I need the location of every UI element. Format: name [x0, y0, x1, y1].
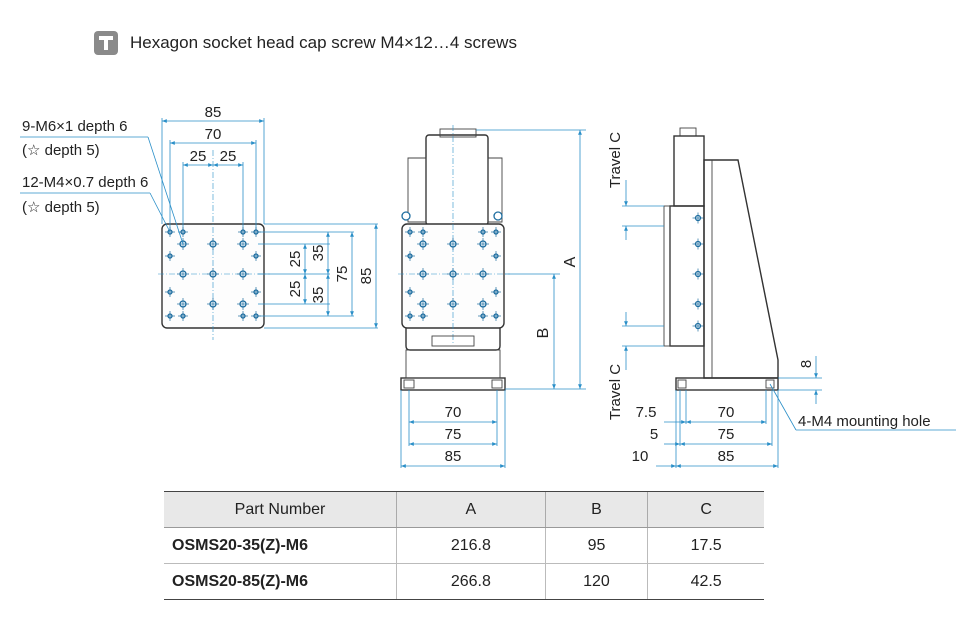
table-row: OSMS20-35(Z)-M6 216.8 95 17.5 [164, 527, 764, 564]
front-view: A B 70 75 85 [398, 125, 586, 468]
front-dim-70: 70 [445, 404, 462, 421]
screw-note-text: Hexagon socket head cap screw M4×12…4 sc… [130, 33, 517, 52]
top-dim-v25b: 25 [287, 281, 304, 298]
cell-c: 17.5 [647, 527, 764, 564]
top-dim-70: 70 [205, 126, 222, 143]
table-row: OSMS20-85(Z)-M6 266.8 120 42.5 [164, 563, 764, 600]
label-m6-sub: (☆ depth 5) [22, 142, 100, 159]
header-b: B [544, 491, 648, 528]
front-dim-75: 75 [445, 426, 462, 443]
top-dim-v35b: 35 [310, 287, 327, 304]
spec-table-header: Part Number A B C [164, 491, 764, 528]
top-view: 85 70 25 25 25 35 25 35 75 85 9-M6×1 dep… [20, 104, 378, 340]
cell-a: 266.8 [396, 563, 546, 600]
side-mount-label: 4-M4 mounting hole [798, 413, 931, 430]
side-dim-5: 5 [650, 426, 658, 443]
header-c: C [647, 491, 764, 528]
front-dim-a: A [562, 256, 579, 267]
top-dim-v25a: 25 [287, 251, 304, 268]
front-dim-b: B [535, 328, 552, 339]
label-m6: 9-M6×1 depth 6 [22, 118, 128, 135]
side-dim-10: 10 [632, 448, 649, 465]
side-motor [673, 135, 705, 207]
top-dim-25a: 25 [190, 148, 207, 165]
top-dim-v75: 75 [334, 266, 351, 283]
top-dim-v85: 85 [358, 268, 375, 285]
side-dim-85: 85 [718, 448, 735, 465]
top-dim-25b: 25 [220, 148, 237, 165]
cell-b: 120 [544, 563, 648, 600]
cell-a: 216.8 [396, 527, 546, 564]
screw-icon [94, 31, 118, 55]
header-a: A [396, 491, 546, 528]
side-view: Travel C Travel C 8 7.5 5 10 70 75 85 4-… [607, 127, 956, 468]
motor-body [425, 134, 489, 226]
front-dim-85: 85 [445, 448, 462, 465]
technical-drawing: 85 70 25 25 25 35 25 35 75 85 9-M6×1 dep… [20, 104, 956, 468]
side-bracket [703, 159, 779, 379]
label-m4: 12-M4×0.7 depth 6 [22, 174, 148, 191]
label-m4-sub: (☆ depth 5) [22, 199, 100, 216]
side-dim-70: 70 [718, 404, 735, 421]
side-dim-8: 8 [798, 360, 815, 368]
motor-cap [439, 128, 477, 138]
cell-b: 95 [544, 527, 648, 564]
side-travel-top: Travel C [607, 132, 624, 188]
side-dim-75: 75 [718, 426, 735, 443]
side-travel-bottom: Travel C [607, 364, 624, 420]
side-base [675, 377, 779, 391]
screw-note: Hexagon socket head cap screw M4×12…4 sc… [94, 30, 517, 56]
cell-part-number: OSMS20-35(Z)-M6 [164, 527, 397, 564]
cell-c: 42.5 [647, 563, 764, 600]
front-base [400, 377, 506, 391]
front-view-holes [405, 227, 501, 321]
top-dim-85: 85 [205, 104, 222, 121]
side-cap [679, 127, 697, 137]
spec-table: Part Number A B C OSMS20-35(Z)-M6 216.8 … [164, 491, 764, 600]
header-part-number: Part Number [164, 491, 397, 528]
side-view-holes [692, 212, 704, 332]
side-dim-7-5: 7.5 [636, 404, 657, 421]
top-dim-v35a: 35 [310, 245, 327, 262]
top-view-holes [165, 227, 261, 321]
cell-part-number: OSMS20-85(Z)-M6 [164, 563, 397, 600]
